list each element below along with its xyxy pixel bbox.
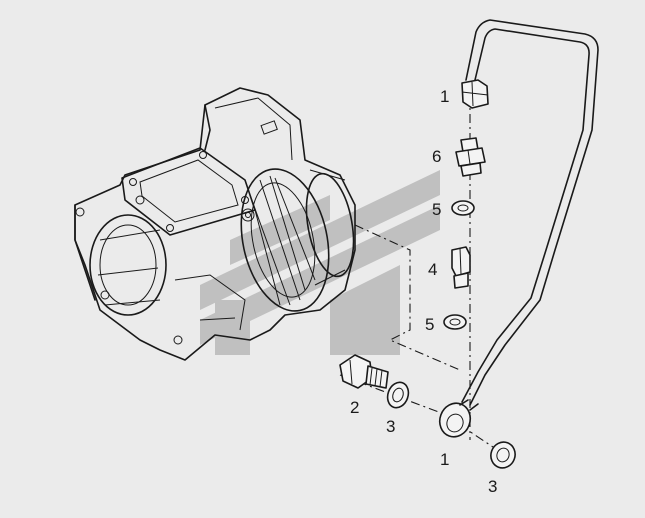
callout-2: 2 [350,398,359,417]
callout-1-top: 1 [440,87,449,106]
callout-3-left: 3 [386,417,395,436]
callout-1-bottom: 1 [440,450,449,469]
turbocharger-housing [74,87,356,361]
part-1-banjo-fitting [438,399,479,438]
part-4-union-fitting [451,246,471,289]
part-3-washer-bottom [490,441,516,469]
part-1-pipe-nut [461,79,489,109]
oil-feed-pipe [461,19,599,406]
part-3-washer-left [386,381,410,409]
callout-labels: 1 6 5 4 5 2 3 1 3 [350,87,497,496]
part-5-washer-lower [443,314,467,330]
callout-4: 4 [428,260,437,279]
callout-5-upper: 5 [432,200,441,219]
callout-6: 6 [432,147,441,166]
watermark-logo [200,170,440,355]
callout-3-bottom: 3 [488,477,497,496]
part-5-washer-upper [451,200,475,216]
part-6-adapter-fitting [455,137,486,177]
part-2-banjo-bolt [339,354,389,389]
callout-5-lower: 5 [425,315,434,334]
